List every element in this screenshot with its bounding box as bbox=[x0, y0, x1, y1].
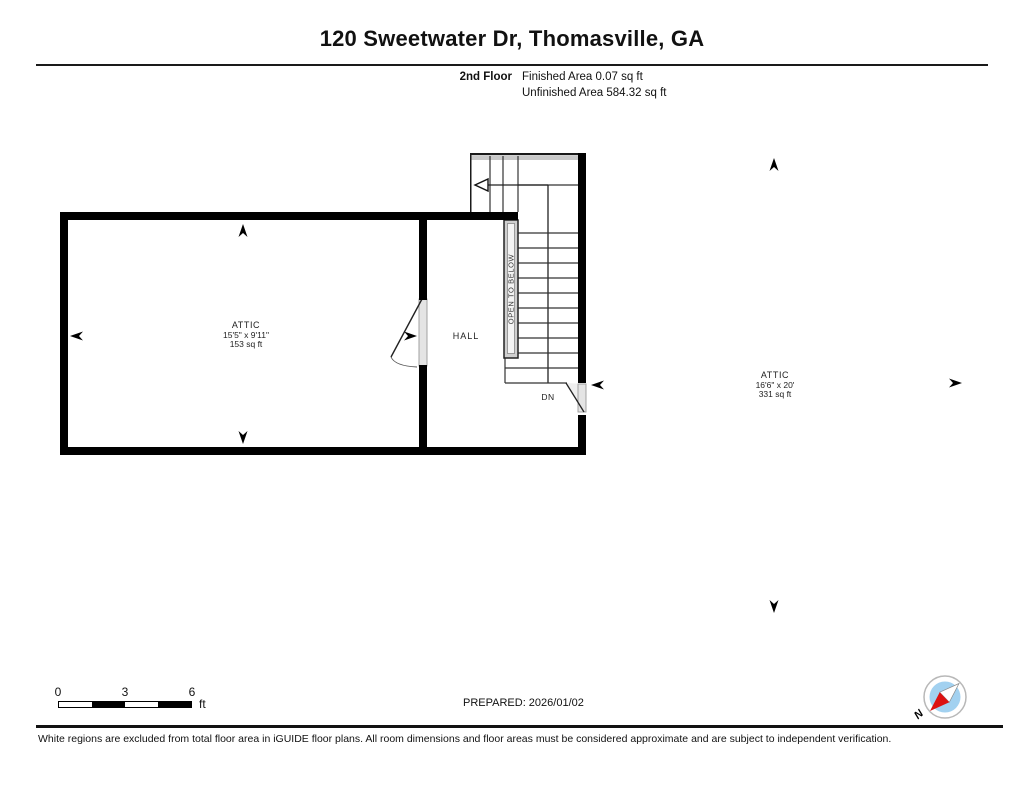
unfinished-area-text: Unfinished Area 584.32 sq ft bbox=[522, 87, 667, 99]
scale-segment bbox=[59, 702, 92, 707]
room-name-hall: HALL bbox=[453, 331, 480, 341]
room-area-attic-right: 331 sq ft bbox=[759, 389, 792, 399]
arrow-down-icon bbox=[769, 600, 779, 613]
scale-label-0: 0 bbox=[54, 685, 62, 699]
room-labels: ATTIC 15'5" x 9'11" 153 sq ft HALL ATTIC… bbox=[223, 320, 795, 402]
stair-direction-arrow bbox=[473, 177, 549, 383]
arrow-right-icon bbox=[949, 378, 962, 388]
prepared-date: PREPARED: 2026/01/02 bbox=[463, 697, 584, 709]
attic-door bbox=[390, 298, 428, 368]
open-to-below-label: OPEN TO BELOW bbox=[507, 253, 516, 324]
stairs-down-label: DN bbox=[541, 392, 554, 402]
arrow-left-icon bbox=[70, 331, 83, 341]
walls bbox=[60, 153, 586, 455]
room-dimensions-attic-right: 16'6" x 20' bbox=[756, 380, 795, 390]
finished-area-text: Finished Area 0.07 sq ft bbox=[522, 71, 643, 83]
room-area-attic-left: 153 sq ft bbox=[230, 339, 263, 349]
scale-label-3: 3 bbox=[121, 685, 129, 699]
stair-upper-landing bbox=[470, 153, 586, 212]
room-name-attic-right: ATTIC bbox=[761, 370, 789, 380]
scale-segment bbox=[125, 702, 158, 707]
compass-needle-red bbox=[930, 692, 950, 711]
arrow-up-icon bbox=[238, 224, 248, 237]
scale-unit: ft bbox=[199, 697, 206, 711]
arrow-right-icon bbox=[404, 331, 417, 341]
page-title: 120 Sweetwater Dr, Thomasville, GA bbox=[319, 26, 705, 51]
arrow-down-icon bbox=[238, 431, 248, 444]
open-to-below-rail: OPEN TO BELOW bbox=[503, 219, 519, 359]
compass: N bbox=[912, 675, 967, 722]
header-divider bbox=[36, 64, 988, 66]
room-dimensions-attic-left: 15'5" x 9'11" bbox=[223, 330, 269, 340]
scale-segment bbox=[158, 702, 191, 707]
compass-north-label: N bbox=[912, 707, 927, 722]
room-name-attic-left: ATTIC bbox=[232, 320, 260, 330]
dn-door bbox=[565, 382, 587, 413]
floor-label: 2nd Floor bbox=[459, 71, 512, 83]
arrow-left-icon bbox=[591, 380, 604, 390]
disclaimer-text: White regions are excluded from total fl… bbox=[38, 733, 892, 745]
scale-bar bbox=[58, 701, 192, 708]
scale-label-6: 6 bbox=[188, 685, 196, 699]
dimension-arrows-right-attic bbox=[591, 158, 962, 613]
arrow-up-icon bbox=[769, 158, 779, 171]
footer-divider bbox=[36, 725, 1003, 728]
dimension-arrows-left-attic bbox=[70, 224, 417, 444]
stair-treads bbox=[504, 232, 578, 384]
scale-segment bbox=[92, 702, 125, 707]
